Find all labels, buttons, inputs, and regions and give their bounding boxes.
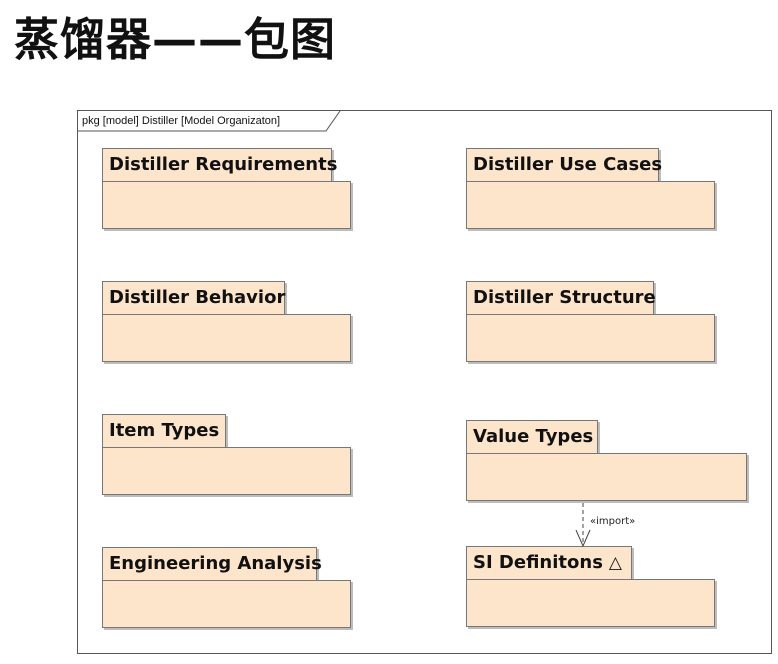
package-name: Distiller Requirements — [109, 154, 338, 175]
package-tab: Distiller Behavior — [102, 281, 285, 315]
frame-label-border — [78, 111, 341, 132]
package-body — [466, 314, 715, 362]
package-name: Distiller Use Cases — [473, 154, 663, 175]
package-body — [466, 453, 747, 501]
package-body — [102, 580, 351, 628]
package-name: Value Types — [473, 426, 594, 447]
package-tab: Distiller Requirements — [102, 148, 337, 182]
import-arrowhead-icon — [575, 529, 591, 548]
package-body — [102, 447, 351, 495]
package-body — [466, 579, 715, 627]
frame-label: pkg [model] Distiller [Model Organizaton… — [82, 115, 281, 127]
triangle-icon: △ — [608, 553, 622, 573]
package-body — [102, 314, 351, 362]
diagram-frame: pkg [model] Distiller [Model Organizaton… — [77, 110, 772, 654]
import-stereotype-label: «import» — [590, 516, 636, 527]
package-name: Distiller Behavior — [109, 287, 286, 308]
package-tab: Value Types — [466, 420, 598, 454]
package-tab: Distiller Use Cases — [466, 148, 663, 182]
package-tab: SI Definitons△ — [466, 546, 632, 580]
package-name: Item Types — [109, 420, 220, 441]
package-tab: Engineering Analysis — [102, 547, 322, 581]
package-name: Distiller Structure — [473, 287, 656, 308]
package-body — [102, 181, 351, 229]
package-name: SI Definitons — [473, 552, 603, 573]
package-name: Engineering Analysis — [109, 553, 322, 574]
package-tab: Distiller Structure — [466, 281, 656, 315]
package-body — [466, 181, 715, 229]
page-title: 蒸馏器——包图 — [14, 13, 337, 66]
